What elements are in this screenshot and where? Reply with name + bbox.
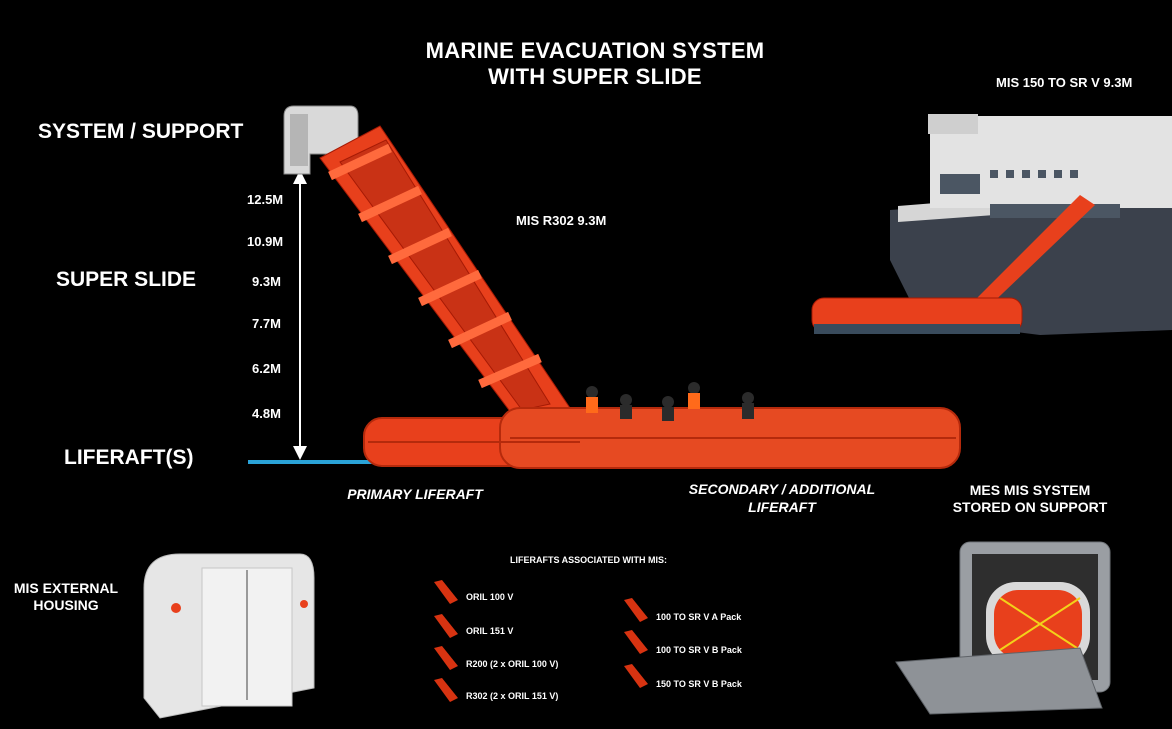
- secondary-caption-line-1: SECONDARY / ADDITIONAL: [688, 481, 876, 497]
- mis-150-label: MIS 150 TO SR V 9.3M: [996, 75, 1133, 90]
- liferaft-icons-left: [434, 580, 458, 702]
- water-line: [248, 460, 376, 464]
- liferaft-list-item: 100 TO SR V B Pack: [656, 645, 742, 655]
- liferafts-list-heading: LIFERAFTS ASSOCIATED WITH MIS:: [510, 555, 667, 565]
- liferaft-list-item: R200 (2 x ORIL 100 V): [466, 659, 559, 669]
- liferaft-list-item: 150 TO SR V B Pack: [656, 679, 742, 689]
- ship-slide: [960, 195, 1095, 315]
- arrow-down-icon: [293, 446, 307, 460]
- height-marker: 10.9M: [247, 234, 284, 249]
- liferaft-pack-icon: [434, 646, 458, 670]
- height-marker: 6.2M: [252, 361, 281, 376]
- height-marker: 9.3M: [252, 274, 281, 289]
- mes-caption-line-1: MES MIS SYSTEM: [969, 482, 1091, 498]
- liferaft-pack-icon: [624, 664, 648, 688]
- title-line-2: WITH SUPER SLIDE: [488, 64, 702, 89]
- mes-system-caption: MES MIS SYSTEM STORED ON SUPPORT: [944, 482, 1116, 516]
- mis-r302-label: MIS R302 9.3M: [516, 213, 607, 228]
- super-slide-graphic: [319, 125, 571, 419]
- liferaft-pack-icon: [434, 614, 458, 638]
- liferafts-graphic: [363, 382, 961, 469]
- secondary-caption-line-2: LIFERAFT: [748, 499, 816, 515]
- liferaft-list-item: R302 (2 x ORIL 151 V): [466, 691, 559, 701]
- liferaft-list-item: 100 TO SR V A Pack: [656, 612, 742, 622]
- secondary-liferaft-caption: SECONDARY / ADDITIONAL LIFERAFT: [672, 480, 892, 516]
- external-housing-caption: MIS EXTERNAL HOUSING: [6, 580, 126, 614]
- height-arrow-diagram: [248, 170, 376, 464]
- liferaft-pack-icon: [434, 580, 458, 604]
- height-marker: 4.8M: [252, 406, 281, 421]
- open-lid: [895, 647, 1103, 715]
- height-marker: 7.7M: [252, 316, 281, 331]
- liferaft-pack-icon: [434, 678, 458, 702]
- primary-liferaft-caption: PRIMARY LIFERAFT: [347, 486, 483, 502]
- support-housing-graphic: [283, 105, 359, 175]
- liferaft-list-item: ORIL 100 V: [466, 592, 514, 602]
- height-marker: 12.5M: [247, 192, 284, 207]
- page-title: MARINE EVACUATION SYSTEM WITH SUPER SLID…: [360, 38, 830, 90]
- stored-system-graphic: [895, 541, 1111, 715]
- system-support-label: SYSTEM / SUPPORT: [38, 120, 244, 143]
- liferaft-icons-right: [624, 598, 648, 688]
- ship-photo-graphic: [811, 114, 1172, 335]
- liferaft-pack-icon: [624, 630, 648, 654]
- liferaft-list-item: ORIL 151 V: [466, 626, 514, 636]
- title-line-1: MARINE EVACUATION SYSTEM: [425, 38, 765, 63]
- external-caption-line-2: HOUSING: [33, 597, 99, 613]
- external-caption-line-1: MIS EXTERNAL: [13, 580, 119, 596]
- external-housing-graphic: [143, 553, 315, 719]
- super-slide-label: SUPER SLIDE: [56, 268, 197, 291]
- arrow-up-icon: [293, 170, 307, 184]
- liferaft-pack-icon: [624, 598, 648, 622]
- liferafts-label: LIFERAFT(S): [64, 446, 194, 469]
- mes-caption-line-2: STORED ON SUPPORT: [952, 499, 1108, 515]
